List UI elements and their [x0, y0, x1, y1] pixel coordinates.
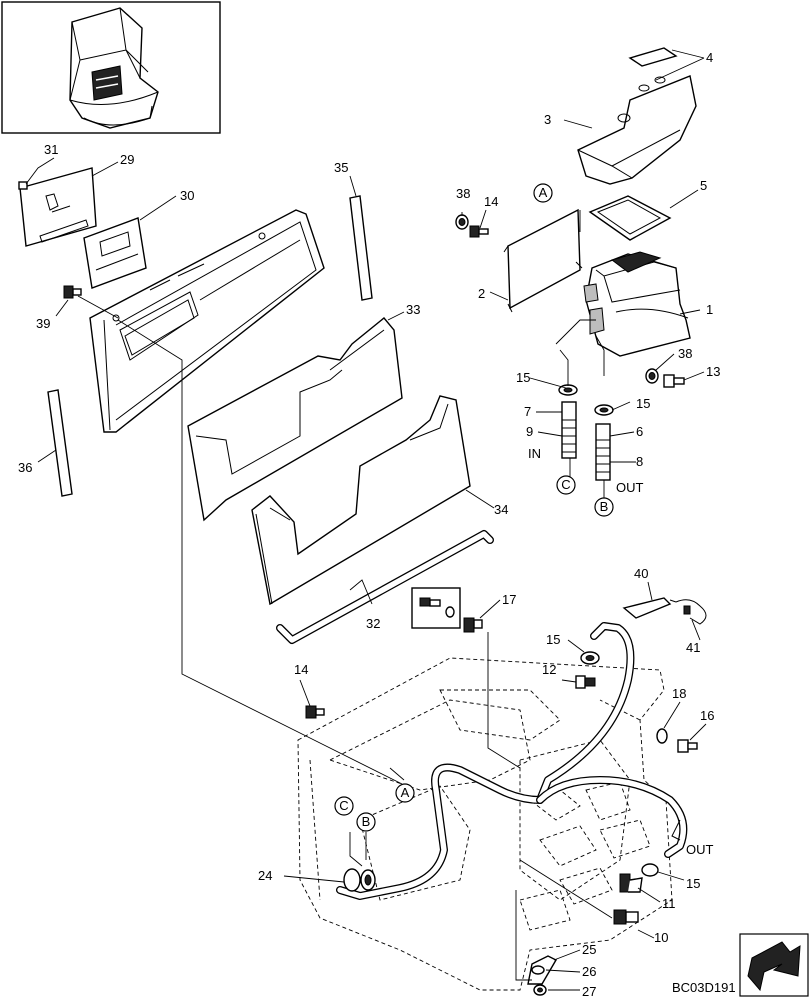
callout-32: 32: [366, 616, 380, 631]
drawing-code: BC03D191: [672, 980, 736, 995]
callout-29: 29: [120, 152, 134, 167]
bolt-14-lower: [305, 705, 325, 719]
ref-circle-c-top: C: [556, 475, 576, 495]
svg-text:C: C: [561, 477, 570, 492]
callout-30: 30: [180, 188, 194, 203]
out-label-bottom: OUT: [686, 842, 714, 857]
callout-39: 39: [36, 316, 50, 331]
callout-41: 41: [686, 640, 700, 655]
leader-lines: [25, 49, 707, 991]
clamp-15-lower: [580, 651, 600, 665]
callout-17: 17: [502, 592, 516, 607]
callout-14-top: 14: [484, 194, 498, 209]
callout-36: 36: [18, 460, 32, 475]
callout-38-right: 38: [678, 346, 692, 361]
svg-text:B: B: [362, 814, 371, 829]
washer-38-top: [455, 214, 469, 230]
callout-15-left: 15: [516, 370, 530, 385]
callout-12: 12: [542, 662, 556, 677]
svg-text:A: A: [401, 785, 410, 800]
callout-26: 26: [582, 964, 596, 979]
callout-33: 33: [406, 302, 420, 317]
callout-13: 13: [706, 364, 720, 379]
callout-16: 16: [700, 708, 714, 723]
callouts: 1 2 3 4 5 6 7 8 9 10 11 12 13 14 14 15 1…: [18, 50, 720, 999]
pad-4: [628, 47, 678, 67]
callout-38-top: 38: [456, 186, 470, 201]
clamp-15-bottom: [641, 863, 659, 877]
callout-4: 4: [706, 50, 713, 65]
harness-41: [675, 599, 707, 625]
filter-plate-30: [83, 217, 147, 289]
washer-38-right: [645, 368, 659, 384]
bolt-14-top: [469, 225, 489, 238]
cab-inset: [1, 1, 221, 134]
callout-6: 6: [636, 424, 643, 439]
callout-5: 5: [700, 178, 707, 193]
bracket-40: [622, 597, 677, 619]
ref-circle-b-top: B: [594, 497, 614, 517]
callout-15-right: 15: [636, 396, 650, 411]
callout-1: 1: [706, 302, 713, 317]
cover-plate-29: [19, 167, 97, 247]
svg-text:C: C: [339, 798, 348, 813]
engine-detail: [519, 781, 651, 931]
back-panel: [89, 209, 325, 433]
fitting-24: [343, 868, 376, 892]
hose-outline: [336, 622, 688, 900]
hose-stub-7-9: [561, 401, 577, 459]
callout-15-lower: 15: [546, 632, 560, 647]
next-page-arrow-icon: [739, 933, 809, 997]
callout-24: 24: [258, 868, 272, 883]
clamp-15-right: [594, 404, 614, 416]
fitting-12: [575, 675, 596, 689]
bolt-13: [663, 374, 685, 388]
heater-unit-1: [583, 251, 691, 376]
callout-34: 34: [494, 502, 508, 517]
ref-circle-c-bottom: C: [334, 796, 354, 816]
nut-27: [533, 984, 547, 996]
seal-strip-35: [349, 195, 373, 301]
sensor-17: [411, 587, 483, 633]
bracket-2: [503, 208, 583, 313]
top-cover-3: [577, 75, 697, 185]
fitting-10: [613, 909, 639, 925]
ref-circle-b-bottom: B: [356, 812, 376, 832]
callout-25: 25: [582, 942, 596, 957]
insulation-panel-34: [251, 395, 471, 606]
ref-circle-a-bottom: A: [395, 783, 415, 803]
bolt-39: [63, 285, 82, 299]
callout-14-lower: 14: [294, 662, 308, 677]
callout-2: 2: [478, 286, 485, 301]
rod-32: [276, 530, 494, 644]
out-label-top: OUT: [616, 480, 644, 495]
callout-31: 31: [44, 142, 58, 157]
svg-text:B: B: [600, 499, 609, 514]
callout-3: 3: [544, 112, 551, 127]
callout-15-bottom: 15: [686, 876, 700, 891]
callout-7: 7: [524, 404, 531, 419]
seal-strip-36: [47, 389, 73, 497]
nut-26: [531, 965, 545, 975]
gasket-5: [588, 195, 672, 241]
callout-9: 9: [526, 424, 533, 439]
hose-stub-6-8: [595, 423, 611, 481]
callout-18: 18: [672, 686, 686, 701]
screw-31: [18, 181, 28, 190]
callout-35: 35: [334, 160, 348, 175]
callout-40: 40: [634, 566, 648, 581]
svg-text:A: A: [539, 185, 548, 200]
callout-27: 27: [582, 984, 596, 999]
washer-18: [656, 728, 668, 744]
callout-8: 8: [636, 454, 643, 469]
in-label: IN: [528, 446, 541, 461]
callout-10: 10: [654, 930, 668, 945]
callout-11: 11: [662, 896, 676, 911]
insulation-panel-33: [187, 317, 403, 522]
ref-circle-a-top: A: [533, 183, 553, 203]
bolt-16: [677, 739, 698, 753]
valve-11: [619, 873, 643, 893]
